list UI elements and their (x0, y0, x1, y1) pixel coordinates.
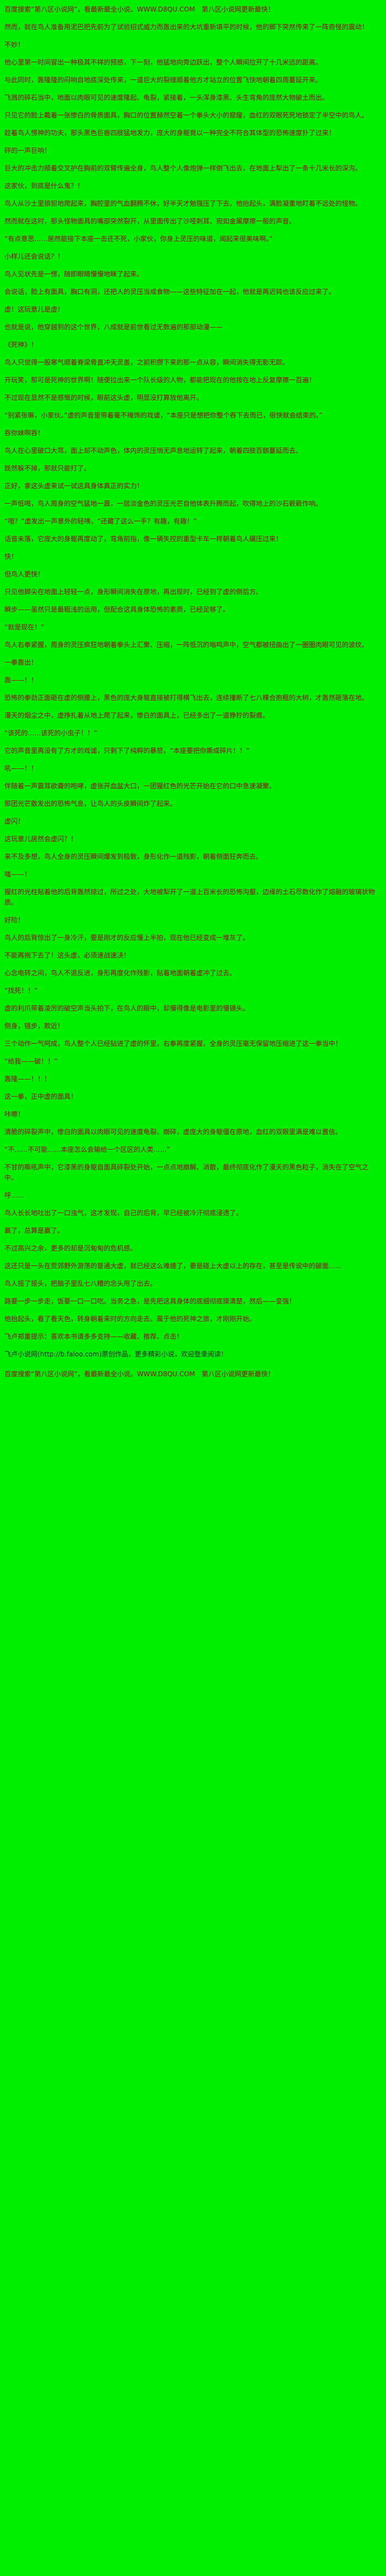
paragraph: 鸟人在心里破口大骂，面上却不动声色，体内的灵压悄无声息地运转了起来，朝着四肢百骸… (4, 447, 303, 455)
paragraph: 漫天的烟尘之中，虚挣扎着从地上爬了起来，惨白的面具上，已经多出了一道狰狞的裂痕。 (4, 712, 270, 719)
paragraph: 伴随着一声震耳欲聋的咆哮，虚张开血盆大口，一团猩红色的光芒开始在它的口中急速凝聚… (4, 782, 276, 790)
paragraph: 鸟人长长地吐出了一口浊气，这才发现，自己的后背，早已经被冷汗彻底浸透了。 (4, 1209, 243, 1217)
paragraph: 然而就在这时，那头怪物面具的嘴部突然裂开，从里面传出了沙哑刺耳、宛如金属摩擦一般… (4, 217, 296, 225)
paragraph: 轰——！！ (4, 676, 38, 684)
paragraph: 侧身，错步，欺近！ (4, 1022, 65, 1030)
paragraph: “就是现在！” (4, 623, 45, 631)
paragraph: “有点意思……居然能接下本座一击还不死，小家伙，你身上灵压的味道，闻起来很美味啊… (4, 235, 273, 243)
paragraph: 路要一步一步走，饭要一口一口吃。当务之急，是先把这具身体的底细彻底摸清楚，然后—… (4, 1297, 296, 1305)
paragraph: 鸟人的后背惊出了一身冷汗，要是刚才的反应慢上半拍，现在他已经变成一堆灰了。 (4, 934, 250, 942)
paragraph: 不过现在显然不是感慨的时候，眼前这头虚，明显没打算放他离开。 (4, 394, 203, 402)
paragraph: 那团光芒散发出的恐怖气息，让鸟人的头皮瞬间炸了起来。 (4, 800, 177, 808)
paragraph: 飞卢郑重提示：喜欢本书请多多支持——收藏、推荐、点击！ (4, 1333, 184, 1340)
paragraph: 这家伙，到底是什么鬼？！ (4, 182, 84, 190)
paragraph: 鸟人只觉得一股寒气顺着脊梁骨直冲天灵盖，之前积攒下来的那一点从容，瞬间消失得无影… (4, 359, 290, 366)
paragraph: 轰隆——！！！ (4, 1075, 51, 1083)
paragraph: 呼…… (4, 1191, 25, 1199)
paragraph: 猩红的光柱贴着他的后背轰然掠过，所过之处，大地被犁开了一道上百米长的恐怖沟壑，边… (4, 888, 376, 906)
paragraph: 一拳轰出！ (4, 659, 38, 666)
paragraph: 既然躲不掉，那就只能打了。 (4, 464, 91, 472)
paragraph: 话音未落，它庞大的身躯再度动了，弯角前指，像一辆失控的重型卡车一样朝着鸟人碾压过… (4, 535, 283, 543)
paragraph: 小样儿还会说话？！ (4, 253, 65, 260)
paragraph: “找死！！” (4, 987, 38, 995)
paragraph: 巨大的冲击力顺着交叉护在胸前的双臂传遍全身，鸟人整个人像炮弹一样倒飞出去，在地面… (4, 164, 362, 172)
paragraph: 虚！这玩意儿是虚！ (4, 306, 65, 313)
paragraph: 好险！ (4, 916, 25, 924)
paragraph: “哦？”虚发出一声意外的轻咦，“还藏了这么一手？有趣，有趣！” (4, 517, 197, 525)
paragraph: 鸟人从沙土里狼狈地爬起来，胸腔里的气血翻腾不休，好半天才勉强压了下去。他抬起头，… (4, 200, 362, 207)
paragraph: 只见它的脸上戴着一张惨白的骨质面具，胸口的位置赫然空着一个拳头大小的窟窿，血红的… (4, 111, 369, 119)
paragraph: 这还只是一头在荒郊野外游荡的普通大虚，就已经这么难缠了，要是碰上大虚以上的存在，… (4, 1262, 342, 1270)
paragraph: 吞你妹啊吞！ (4, 429, 45, 437)
paragraph: 然而，就在鸟人准备用泥巴把先前为了试验招式威力而轰出来的大坑重新填平的时候，他的… (4, 23, 369, 31)
paragraph: 鸟人摇了摇头，把脑子里乱七八糟的念头甩了出去。 (4, 1280, 157, 1287)
paragraph: 正好，拿这头虚来试一试这具身体真正的实力！ (4, 482, 144, 490)
paragraph: 也就是说，他穿越到的这个世界，八成就是前世看过无数遍的那部动漫—— (4, 323, 223, 331)
paragraph: 清脆的碎裂声中，惨白的面具以肉眼可见的速度龟裂、崩碎，虚庞大的身躯僵在原地，血红… (4, 1128, 342, 1136)
paragraph: 这一拳，正中虚的面具！ (4, 1093, 78, 1100)
paragraph: 这玩意儿居然会虚闪？！ (4, 835, 78, 843)
paragraph: 飞溅的碎石当中，地面以肉眼可见的速度隆起、龟裂，紧接着，一头浑身漆黑、头生弯角的… (4, 94, 329, 101)
paragraph: 三个动作一气呵成，鸟人整个人已经钻进了虚的怀里，右拳再度紧握，全身的灵压毫无保留… (4, 1040, 342, 1047)
paragraph: 开玩笑，那可是死神的世界啊！随便拉出来一个队长级的人物，都能把现在的他按在地上反… (4, 376, 316, 384)
paragraph: 《死神》！ (4, 341, 38, 349)
paragraph: 砰的一声巨响！ (4, 147, 51, 154)
paragraph: 吼——！！ (4, 765, 38, 772)
paragraph: 来不及多想，鸟人全身的灵压瞬间爆发到极致，身形化作一道残影，朝着侧面狂奔而去。 (4, 853, 263, 861)
paragraph: 不能再拖下去了！这头虚，必须速战速决！ (4, 952, 131, 959)
paragraph: 与此同时，轰隆隆的闷响自地底深处传来，一道巨大的裂缝顺着他方才站立的位置飞快地朝… (4, 76, 323, 84)
paragraph: 它的声音里再没有了方才的戏谑，只剩下了纯粹的暴怒，“本座要把你撕成碎片！！” (4, 747, 250, 755)
paragraph: 瞬步——虽然只是最粗浅的运用，但配合这具身体恐怖的素质，已经足够了。 (4, 606, 230, 613)
paragraph: 他心里第一时间冒出一种极其不祥的预感，下一刻，他猛地向旁边跃出，整个人瞬间拉开了… (4, 58, 323, 66)
novel-text: 然而，就在鸟人准备用泥巴把先前为了试验招式威力而轰出来的大坑重新填平的时候，他的… (4, 22, 380, 1342)
paragraph: 不过高兴之余，更多的却是沉甸甸的危机感。 (4, 1244, 137, 1252)
paragraph: 不甘的嘶吼声中，它漆黑的身躯自面具碎裂处开始，一点点地崩解、消散，最终彻底化作了… (4, 1163, 369, 1182)
paragraph: 只见他脚尖在地面上轻轻一点，身形瞬间消失在原地，再出现时，已经到了虚的侧后方。 (4, 588, 263, 596)
paragraph: 快！ (4, 553, 18, 560)
paragraph: 虚的利爪带着凌厉的破空声当头拍下，在鸟人的眼中，却慢得像是电影里的慢镜头。 (4, 1004, 250, 1012)
paragraph: “给我——破！！” (4, 1057, 58, 1065)
paragraph: 鸟人右拳紧握，周身的灵压疯狂地朝着拳头上汇聚、压缩，一阵低沉的嗡鸣声中，空气都被… (4, 641, 369, 649)
paragraph: “别紧张嘛，小家伙。”虚的声音里带着毫不掩饰的戏谑，“本座只是想把你整个吞下去而… (4, 411, 323, 419)
paragraph: 恐怖的拳劲正面砸在虚的侧腰上，黑色的庞大身躯直接被打得横飞出去，连续撞断了七八棵… (4, 694, 369, 702)
paragraph: 他抬起头，看了看天色，转身朝着来时的方向走去。属于他的死神之旅，才刚刚开始。 (4, 1315, 256, 1323)
paragraph: 鸟人见状先是一愣，随即眼睛慢慢地眯了起来。 (4, 270, 144, 278)
paragraph: 但鸟人更快！ (4, 570, 45, 578)
faloo-source-link[interactable]: 飞卢小说网(http://b.faloo.com)原创作品，更多精彩小说，欢迎登… (4, 1350, 228, 1358)
bottom-banner-link[interactable]: 百度搜索“第八区小说网”，看最新最全小说。WWW.D8QU.COM 第八区小说网… (4, 1370, 275, 1378)
paragraph: “不……不可能……本座怎么会输给一个区区的人类……” (4, 1146, 170, 1153)
paragraph: 赢了，总算是赢了。 (4, 1227, 65, 1234)
paragraph: 心念电转之间，鸟人不退反进，身形再度化作残影，贴着地面朝着虚冲了过去。 (4, 969, 237, 977)
top-banner-link[interactable]: 百度搜索“第八区小说网”，看最新最全小说。WWW.D8QU.COM 第八区小说网… (4, 6, 275, 13)
paragraph: 嗤——！ (4, 870, 31, 878)
paragraph: 一声低喝，鸟人周身的空气猛地一震，一层淡金色的灵压光芒自他体表升腾而起，吹得地上… (4, 500, 323, 507)
paragraph: 虚闪！ (4, 817, 25, 825)
paragraph: 趁着鸟人愣神的功夫，那头黑色巨兽四肢猛地发力，庞大的身躯竟以一种完全不符合其体型… (4, 129, 336, 137)
paragraph: 咔嚓！ (4, 1110, 25, 1118)
paragraph: “该死的……该死的小虫子！！” (4, 729, 98, 737)
paragraph: 不妙！ (4, 41, 25, 49)
paragraph: 会说话，脸上有面具，胸口有洞，还把人的灵压当成食物——这些特征加在一起，他就是再… (4, 288, 336, 296)
